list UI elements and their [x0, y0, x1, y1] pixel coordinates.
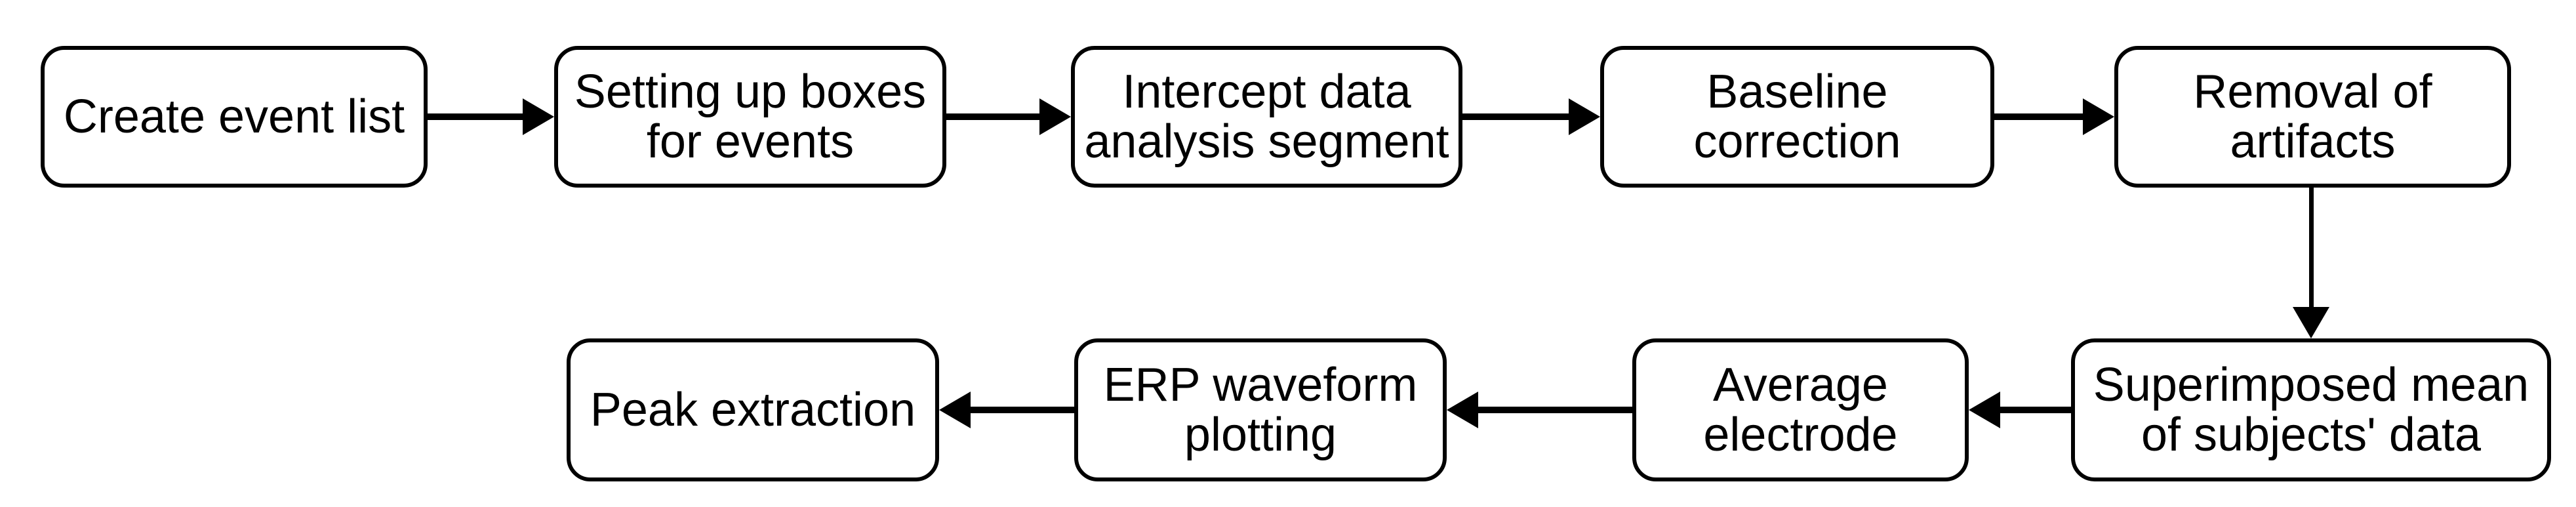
- arrow-stem: [1994, 113, 2083, 120]
- arrow-head-right-icon: [1039, 98, 1071, 135]
- arrow-stem: [1462, 113, 1569, 120]
- arrow-head-right-icon: [1569, 98, 1600, 135]
- arrow-stem: [946, 113, 1039, 120]
- arrow-head-down-icon: [2293, 307, 2329, 338]
- flow-box-superimposed-mean: Superimposed mean of subjects' data: [2071, 338, 2551, 481]
- arrow-head-right-icon: [523, 98, 554, 135]
- flow-box-create-event-list: Create event list: [41, 46, 428, 188]
- arrow-stem: [2309, 188, 2314, 307]
- arrow-head-left-icon: [1969, 392, 2000, 428]
- flow-box-peak-extraction: Peak extraction: [567, 338, 939, 481]
- arrow-stem: [428, 113, 523, 120]
- flow-box-average-electrode: Average electrode: [1632, 338, 1969, 481]
- flow-box-baseline-correction: Baseline correction: [1600, 46, 1994, 188]
- flow-box-setting-up-boxes: Setting up boxes for events: [554, 46, 946, 188]
- arrow-head-right-icon: [2083, 98, 2114, 135]
- arrow-head-left-icon: [1447, 392, 1478, 428]
- flow-box-erp-waveform-plotting: ERP waveform plotting: [1074, 338, 1447, 481]
- arrow-stem: [1478, 407, 1632, 413]
- arrow-head-left-icon: [939, 392, 971, 428]
- arrow-stem: [971, 407, 1074, 413]
- arrow-stem: [2000, 407, 2071, 413]
- flow-box-intercept-data: Intercept data analysis segment: [1071, 46, 1462, 188]
- flow-box-removal-of-artifacts: Removal of artifacts: [2114, 46, 2511, 188]
